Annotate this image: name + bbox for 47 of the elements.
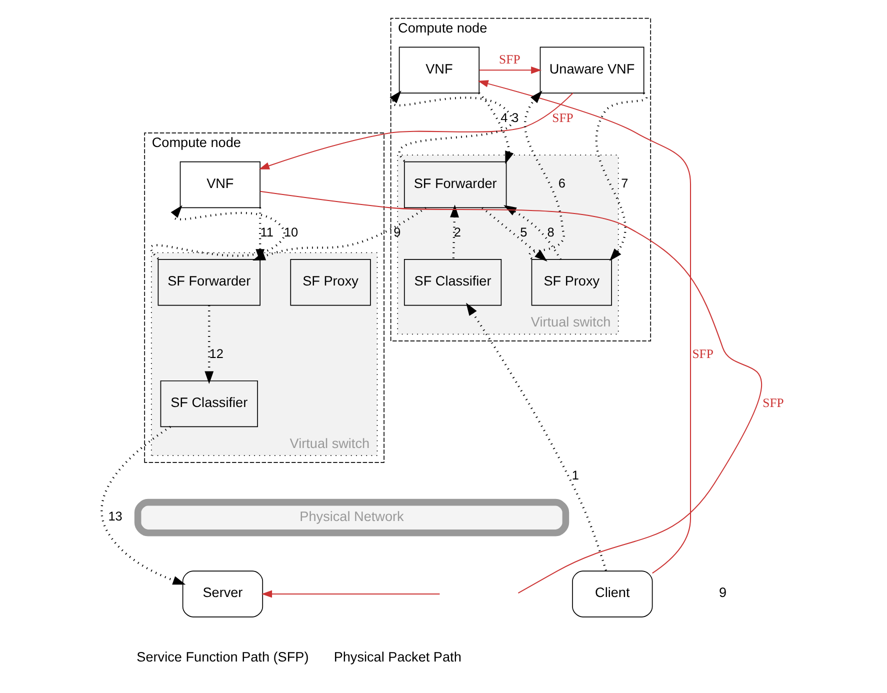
edge-label: 2 bbox=[454, 224, 461, 240]
arrow bbox=[478, 92, 514, 164]
arrow bbox=[482, 207, 548, 262]
edge-label: 1 bbox=[572, 467, 580, 482]
node-box: SF Classifier bbox=[160, 380, 258, 428]
arrow bbox=[204, 305, 214, 384]
edge-label: 13 bbox=[108, 508, 122, 524]
node-box: Client bbox=[572, 570, 653, 618]
legend-label: Physical Packet Path bbox=[334, 650, 462, 665]
edge-label: SFP bbox=[499, 52, 520, 66]
arrow bbox=[478, 80, 692, 574]
node-box: SF Forwarder bbox=[404, 161, 507, 208]
node-box: SF Proxy bbox=[290, 259, 371, 306]
node-box: SF Forwarder bbox=[158, 259, 260, 306]
edge-label: 3 bbox=[512, 110, 519, 125]
edge-label: 6 bbox=[558, 176, 566, 191]
legend-label: Service Function Path (SFP) bbox=[136, 650, 309, 665]
label: 9 bbox=[718, 585, 727, 600]
node-box: SF Proxy bbox=[531, 259, 612, 306]
node-box: VNF bbox=[398, 46, 480, 94]
edge-label: 11 bbox=[260, 224, 274, 240]
node-box: Unaware VNF bbox=[540, 46, 644, 94]
edge-label: SFP bbox=[552, 110, 574, 125]
arrow bbox=[504, 205, 562, 260]
arrow bbox=[258, 92, 574, 170]
edge-label: 8 bbox=[547, 224, 554, 240]
arrow bbox=[466, 302, 608, 572]
arrow bbox=[524, 90, 565, 260]
node-box: SF Classifier bbox=[404, 259, 502, 306]
arrow bbox=[100, 426, 186, 585]
arrow bbox=[479, 66, 542, 74]
edge-label: 5 bbox=[520, 224, 528, 240]
arrow bbox=[256, 208, 265, 262]
edge-label: 10 bbox=[284, 224, 298, 240]
node-box: Physical Network bbox=[134, 498, 570, 536]
arrow bbox=[262, 590, 440, 598]
arrow bbox=[390, 90, 513, 162]
edge-label: SFP bbox=[692, 346, 714, 361]
connector bbox=[260, 190, 762, 594]
arrow bbox=[450, 204, 459, 260]
edge-label: 12 bbox=[209, 346, 224, 361]
node-box: Server bbox=[182, 570, 264, 618]
arrow bbox=[595, 92, 648, 262]
edge-label: SFP bbox=[762, 396, 784, 410]
node-box: VNF bbox=[180, 161, 260, 208]
edge-label: 7 bbox=[621, 176, 628, 191]
edge-label: 4 bbox=[500, 110, 508, 125]
